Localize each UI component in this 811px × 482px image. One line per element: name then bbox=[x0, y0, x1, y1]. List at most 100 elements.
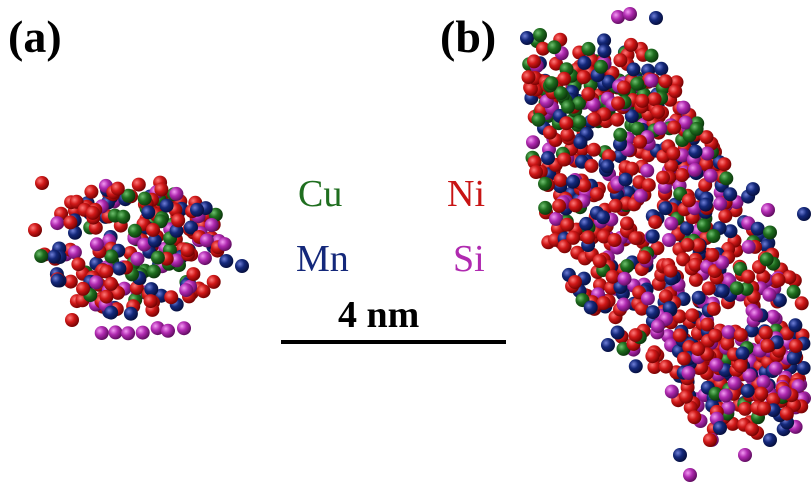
cu-atom bbox=[581, 41, 596, 56]
ni-atom bbox=[766, 392, 781, 407]
mn-atom bbox=[735, 346, 750, 361]
mn-atom bbox=[658, 201, 673, 216]
ni-atom bbox=[634, 301, 649, 316]
cu-atom bbox=[34, 249, 49, 263]
ni-atom bbox=[788, 338, 803, 353]
ni-atom bbox=[677, 351, 691, 366]
mn-atom bbox=[645, 229, 660, 244]
ni-atom bbox=[718, 209, 733, 224]
mn-atom bbox=[750, 221, 765, 236]
si-atom bbox=[179, 283, 194, 298]
ni-atom bbox=[794, 296, 809, 311]
cu-atom bbox=[137, 191, 152, 206]
ni-atom bbox=[557, 239, 572, 254]
mn-atom bbox=[583, 300, 598, 315]
panel-label-b: (b) bbox=[440, 11, 497, 62]
cu-atom bbox=[644, 48, 659, 63]
mn-atom bbox=[50, 273, 65, 288]
ni-atom bbox=[676, 252, 691, 267]
ni-atom bbox=[738, 401, 753, 416]
si-atom bbox=[700, 146, 715, 161]
ni-atom bbox=[154, 182, 169, 197]
si-atom bbox=[623, 7, 637, 21]
si-atom bbox=[664, 384, 679, 399]
ni-atom bbox=[553, 173, 568, 188]
si-atom bbox=[586, 97, 601, 112]
ni-atom bbox=[560, 127, 575, 142]
ni-atom bbox=[608, 198, 623, 213]
ni-atom bbox=[171, 213, 186, 228]
mn-atom bbox=[47, 249, 62, 264]
mn-atom bbox=[649, 11, 663, 25]
si-atom bbox=[549, 211, 563, 226]
ni-atom bbox=[658, 359, 673, 374]
ni-atom bbox=[688, 272, 703, 287]
ni-atom bbox=[164, 290, 179, 305]
mn-atom bbox=[579, 216, 594, 231]
ni-atom bbox=[206, 274, 221, 289]
mn-atom bbox=[662, 301, 677, 315]
ni-atom bbox=[666, 146, 681, 161]
si-atom bbox=[89, 237, 104, 252]
cu-atom bbox=[594, 59, 608, 74]
ni-atom bbox=[658, 74, 673, 89]
ni-atom bbox=[687, 410, 702, 425]
ni-atom bbox=[717, 157, 732, 172]
si-atom bbox=[676, 100, 691, 115]
ni-atom bbox=[568, 275, 582, 289]
ni-atom bbox=[758, 325, 773, 340]
ni-atom bbox=[685, 308, 700, 323]
ni-atom bbox=[694, 360, 709, 375]
cu-atom bbox=[116, 209, 131, 224]
si-atom bbox=[640, 291, 655, 306]
ni-atom bbox=[597, 229, 611, 244]
mn-atom bbox=[772, 293, 787, 308]
mn-atom bbox=[723, 187, 738, 202]
mn-atom bbox=[679, 221, 694, 236]
ni-atom bbox=[635, 93, 650, 108]
cu-atom bbox=[127, 223, 142, 238]
si-atom bbox=[135, 325, 150, 340]
mn-atom bbox=[786, 351, 801, 365]
si-atom bbox=[50, 216, 65, 231]
ni-atom bbox=[691, 342, 705, 357]
ni-atom bbox=[664, 158, 679, 173]
ni-atom bbox=[557, 71, 572, 86]
ni-atom bbox=[99, 289, 114, 304]
ni-atom bbox=[757, 401, 771, 416]
ni-atom bbox=[647, 92, 662, 107]
mn-atom bbox=[596, 210, 610, 225]
cu-atom bbox=[763, 225, 777, 240]
ni-atom bbox=[560, 217, 575, 232]
legend-mn: Mn bbox=[296, 238, 349, 280]
mn-atom bbox=[190, 202, 204, 217]
ni-atom bbox=[705, 248, 720, 262]
mn-atom bbox=[654, 61, 669, 76]
mn-atom bbox=[745, 182, 760, 197]
cu-atom bbox=[630, 76, 645, 91]
ni-atom bbox=[628, 328, 643, 343]
ni-atom bbox=[186, 267, 201, 282]
cu-atom bbox=[759, 252, 774, 267]
ni-atom bbox=[110, 181, 125, 196]
mn-atom bbox=[573, 135, 588, 150]
mn-atom bbox=[147, 233, 162, 248]
mn-atom bbox=[626, 62, 641, 77]
ni-atom bbox=[782, 270, 797, 285]
ni-atom bbox=[771, 273, 786, 287]
panel-label-a: (a) bbox=[8, 11, 62, 62]
ni-atom bbox=[529, 165, 543, 179]
ni-atom bbox=[85, 205, 100, 220]
si-atom bbox=[664, 216, 679, 231]
si-atom bbox=[687, 162, 702, 177]
ni-atom bbox=[592, 254, 607, 268]
ni-atom bbox=[131, 177, 146, 192]
ni-atom bbox=[679, 389, 693, 404]
si-atom bbox=[108, 325, 123, 340]
mn-atom bbox=[673, 448, 687, 462]
mn-atom bbox=[618, 172, 633, 187]
legend-cu: Cu bbox=[298, 173, 343, 215]
ni-atom bbox=[680, 237, 695, 252]
mn-atom bbox=[645, 305, 660, 320]
